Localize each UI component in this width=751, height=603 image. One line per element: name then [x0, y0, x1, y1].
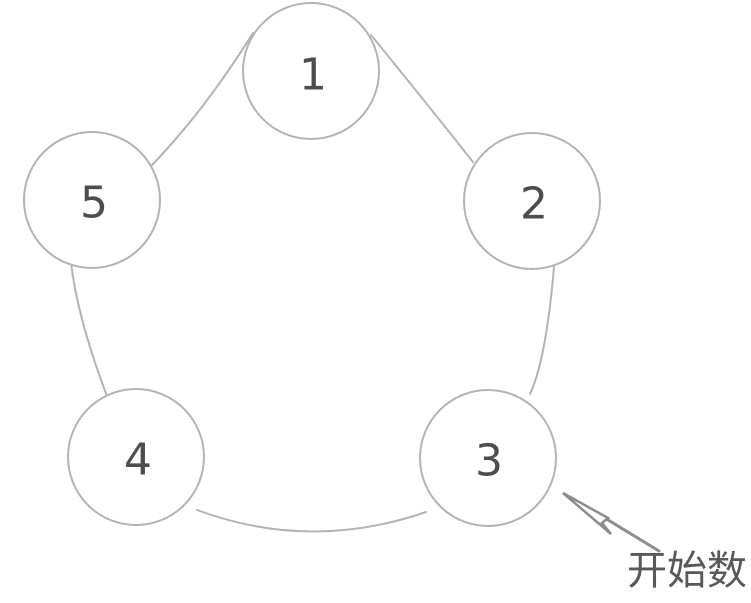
- node-2-circle[interactable]: [463, 132, 601, 270]
- pointer-shaft: [598, 513, 661, 553]
- node-1-circle[interactable]: [242, 2, 380, 140]
- edge-5-to-1: [151, 32, 254, 166]
- edge-3-to-4: [196, 509, 427, 533]
- node-5-circle[interactable]: [23, 131, 161, 269]
- edge-4-to-5: [70, 262, 108, 397]
- node-2-label: 2: [520, 179, 548, 230]
- start-pointer-arrow-icon: [562, 491, 661, 553]
- node-4[interactable]: 4: [67, 388, 205, 526]
- node-1-label: 1: [299, 50, 327, 101]
- node-4-label: 4: [124, 435, 152, 486]
- node-3-circle[interactable]: [419, 389, 557, 527]
- node-2[interactable]: 2: [463, 132, 601, 270]
- node-5-label: 5: [80, 178, 108, 229]
- node-group: 1 2 3 4 5: [23, 2, 601, 527]
- pointer-arrowhead: [562, 491, 612, 535]
- node-1[interactable]: 1: [242, 2, 380, 140]
- edge-group: [70, 32, 555, 533]
- edge-1-to-2: [370, 34, 474, 163]
- edge-2-to-3: [529, 266, 555, 395]
- node-5[interactable]: 5: [23, 131, 161, 269]
- node-3-label: 3: [475, 436, 503, 487]
- node-4-circle[interactable]: [67, 388, 205, 526]
- node-3[interactable]: 3: [419, 389, 557, 527]
- start-annotation-label: 开始数: [627, 548, 747, 594]
